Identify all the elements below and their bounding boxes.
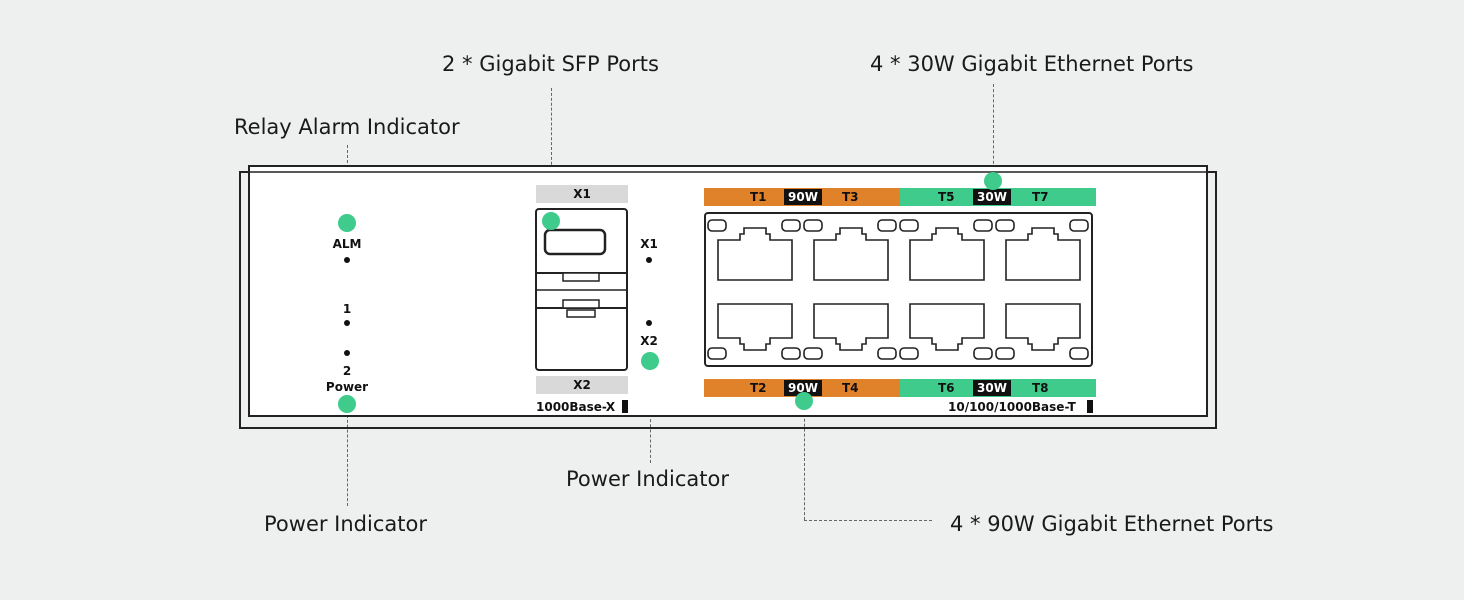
port-led-window [781, 219, 801, 232]
sfp-indicator-dot [542, 212, 560, 230]
port-led-window [803, 347, 823, 360]
sfp-cage [535, 208, 628, 371]
x1-led-label: X1 [640, 237, 658, 251]
leader-line-poe90 [804, 404, 805, 520]
led-2 [344, 350, 350, 356]
top-green-badge: 30W [973, 189, 1011, 205]
rj45-port [717, 303, 793, 351]
port-t4-label: T4 [842, 381, 859, 395]
alm-label: ALM [332, 237, 362, 251]
port-led-window [877, 347, 897, 360]
port-led-window [781, 347, 801, 360]
poe30-indicator-dot [984, 172, 1002, 190]
port-t8-label: T8 [1032, 381, 1049, 395]
port-t2-label: T2 [750, 381, 767, 395]
port-t6-label: T6 [938, 381, 955, 395]
port-led-window [995, 219, 1015, 232]
poe90-indicator-dot [795, 392, 813, 410]
port-led-window [973, 219, 993, 232]
rj45-port [909, 303, 985, 351]
power-indicator-center-callout: Power Indicator [566, 467, 729, 491]
leader-line-power-left [347, 410, 348, 506]
port-led-window [707, 347, 727, 360]
ethernet-type-label: 10/100/1000Base-T [948, 400, 1076, 414]
port-led-window [1069, 347, 1089, 360]
port-led-window [973, 347, 993, 360]
power-indicator-dot-left [338, 395, 356, 413]
led-1 [344, 320, 350, 326]
x2-led-label: X2 [640, 334, 658, 348]
rj45-port [1005, 227, 1081, 281]
port-t3-label: T3 [842, 190, 859, 204]
poe90-ports-callout: 4 * 90W Gigabit Ethernet Ports [950, 512, 1274, 536]
sfp-top-label-bar [536, 185, 628, 203]
ethernet-port-block [704, 212, 1093, 367]
led-2-label: 2 [342, 364, 352, 378]
port-t1-label: T1 [750, 190, 767, 204]
port-led-window [877, 219, 897, 232]
port-led-window [899, 219, 919, 232]
x1-led [646, 257, 652, 263]
port-led-window [707, 219, 727, 232]
top-orange-badge: 90W [784, 189, 822, 205]
ethernet-type-marker [1087, 400, 1093, 413]
alm-led [344, 257, 350, 263]
bottom-orange-badge: 90W [784, 380, 822, 396]
rj45-port [717, 227, 793, 281]
sfp-ports-callout: 2 * Gigabit SFP Ports [442, 52, 659, 76]
port-led-window [1069, 219, 1089, 232]
port-led-window [899, 347, 919, 360]
port-led-window [995, 347, 1015, 360]
power-indicator-left-callout: Power Indicator [264, 512, 427, 536]
sfp-x1-label: X1 [573, 187, 591, 201]
sfp-type-marker [622, 400, 628, 413]
sfp-x2-label: X2 [573, 378, 591, 392]
port-t7-label: T7 [1032, 190, 1049, 204]
bottom-green-badge: 30W [973, 380, 1011, 396]
poe30-ports-callout: 4 * 30W Gigabit Ethernet Ports [870, 52, 1194, 76]
relay-alarm-callout: Relay Alarm Indicator [234, 115, 460, 139]
rj45-port [1005, 303, 1081, 351]
led-1-label: 1 [342, 302, 352, 316]
power-label: Power [325, 380, 369, 394]
power-indicator-dot-center [641, 352, 659, 370]
port-led-window [803, 219, 823, 232]
rj45-port [813, 303, 889, 351]
leader-line-poe30 [993, 84, 994, 174]
sfp-bottom-label-bar [536, 376, 628, 394]
leader-line-sfp [551, 88, 552, 214]
sfp-type-label: 1000Base-X [536, 400, 616, 414]
alarm-indicator-dot [338, 214, 356, 232]
x2-led [646, 320, 652, 326]
port-t5-label: T5 [938, 190, 955, 204]
rj45-port [813, 227, 889, 281]
rj45-port [909, 227, 985, 281]
leader-line-poe90-horizontal [804, 520, 932, 521]
